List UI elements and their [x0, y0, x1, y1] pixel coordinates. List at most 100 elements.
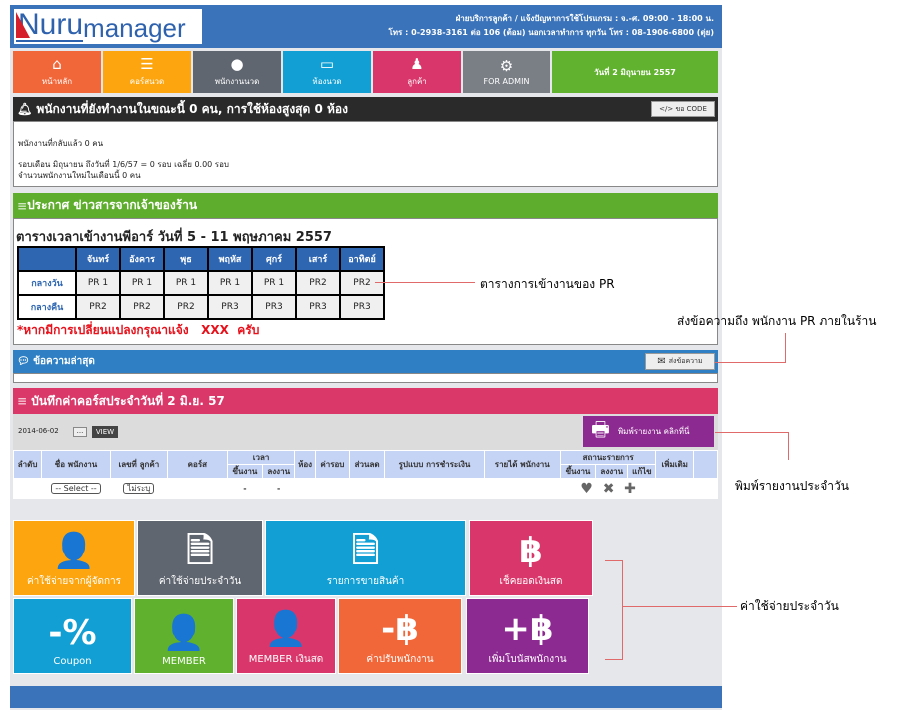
tile-daily-expense[interactable]: 🗎ค่าใช้จ่ายประจำวัน — [137, 520, 263, 596]
nav-home[interactable]: ⌂หน้าหลัก — [13, 51, 101, 93]
date-input[interactable]: 2014-06-02 — [18, 427, 59, 435]
messages-title: ข้อความล่าสุด — [33, 356, 95, 367]
minus-baht-icon: -฿ — [381, 609, 419, 649]
document-edit-icon: 🗎 — [186, 531, 214, 571]
day-header: พุธ — [163, 246, 209, 272]
tile-manager-expense[interactable]: 👤ค่าใช้จ่ายจากผู้จัดการ — [13, 520, 135, 596]
nav-courses[interactable]: ☰คอร์สนวด — [103, 51, 191, 93]
tile-cash-check[interactable]: ฿เช็คยอดเงินสด — [469, 520, 593, 596]
annotation-print: พิมพ์รายงานประจำวัน — [735, 479, 849, 493]
day-header: อาทิตย์ — [339, 246, 385, 272]
tools-icon[interactable]: ✖ — [602, 480, 615, 497]
contact-info: ฝ่ายบริการลูกค้า / แจ้งปัญหาการใช้โปรแกร… — [388, 14, 714, 37]
shift-cell: PR3 — [339, 294, 385, 320]
col-no: ลำดับ — [12, 450, 43, 479]
col-room: ห้อง — [294, 450, 316, 479]
annotation-line — [622, 606, 737, 607]
shift-cell: PR3 — [251, 294, 297, 320]
col-customer: เลขที่ ลูกค้า — [109, 450, 168, 479]
print-report-button[interactable]: 🖶︎พิมพ์รายงาน คลิกที่นี่ — [583, 416, 714, 447]
annotation-line — [788, 432, 789, 460]
time-out-value: - — [262, 478, 296, 499]
shift-cell: PR3 — [207, 294, 253, 320]
nav-customers[interactable]: ♟ลูกค้า — [373, 51, 461, 93]
document-icon: 🗎 — [351, 531, 380, 571]
day-header: เสาร์ — [295, 246, 341, 272]
staff-select[interactable]: -- Select -- — [51, 483, 101, 494]
baht-icon: ฿ — [519, 531, 543, 571]
shift-label: กลางคืน — [17, 294, 77, 320]
messages-body — [13, 373, 718, 383]
shift-cell: PR 1 — [251, 270, 297, 296]
manager-doc-icon: 👤 — [52, 531, 96, 571]
annotation-line — [622, 560, 623, 660]
heart-icon[interactable]: ♥ — [580, 480, 593, 497]
status-panel-body: พนักงานที่กลับแล้ว 0 คน รอบเดือน มิถุนาย… — [13, 121, 718, 187]
menu-icon: ≡ — [17, 198, 28, 213]
list-icon: ☰ — [140, 54, 154, 73]
tile-staff-fine[interactable]: -฿ค่าปรับพนักงาน — [338, 598, 462, 674]
annotation-schedule: ตารางการเข้างานของ PR — [480, 277, 615, 291]
shift-cell: PR2 — [119, 294, 165, 320]
send-message-button[interactable]: ✉ส่งข้อความ — [645, 353, 715, 370]
col-staff: ชื่อ พนักงาน — [41, 450, 111, 479]
nav-rooms[interactable]: ▭ห้องนวด — [283, 51, 371, 93]
col-time-out: ลงงาน — [262, 464, 296, 479]
schedule-title: ตารางเวลาเข้างานพีอาร์ วันที่ 5 - 11 พฤษ… — [16, 230, 332, 245]
col-status-in: ขึ้นงาน — [559, 464, 597, 479]
shift-cell: PR 1 — [163, 270, 209, 296]
tile-staff-bonus[interactable]: +฿เพิ่มโบนัสพนักงาน — [466, 598, 589, 674]
day-header: อังคาร — [119, 246, 165, 272]
menu-icon: ≡ — [17, 394, 32, 408]
shift-label: กลางวัน — [17, 270, 77, 296]
col-status-out: ลงงาน — [595, 464, 629, 479]
bed-icon: ▭ — [319, 54, 335, 73]
shift-cell: PR 1 — [119, 270, 165, 296]
new-staff-count: จำนวนพนักงานใหม่ในเดือนนี้ 0 คน — [18, 171, 141, 180]
chat-icon: 💬︎ — [17, 356, 34, 367]
nav-admin[interactable]: ⚙FOR ADMIN — [463, 51, 550, 93]
printer-icon: 🖶︎ — [591, 416, 610, 441]
current-date: วันที่ 2 มิถุนายน 2557 — [552, 51, 718, 93]
user-icon: ● — [230, 54, 244, 73]
shift-cell: PR2 — [163, 294, 209, 320]
col-status-edit: แก้ไข — [627, 464, 657, 479]
shift-cell: PR2 — [339, 270, 385, 296]
footer — [10, 686, 722, 708]
member-icon: 👤 — [264, 609, 308, 649]
records-table: ลำดับชื่อ พนักงานเลขที่ ลูกค้าคอร์สเวลาห… — [12, 450, 718, 499]
announce-header: ≡ประกาศ ข่าวสารจากเจ้าของร้าน — [13, 193, 718, 218]
date-picker-button[interactable]: ... — [73, 427, 87, 437]
shift-cell: PR 1 — [75, 270, 121, 296]
view-button[interactable]: VIEW — [92, 426, 118, 438]
day-header: ศุกร์ — [251, 246, 297, 272]
col-income: รายได้ พนักงาน — [483, 450, 561, 479]
messages-header: 💬︎ ข้อความล่าสุด — [13, 350, 718, 373]
tile-member-cash[interactable]: 👤MEMBER เงินสด — [236, 598, 336, 674]
plus-icon[interactable]: ✚ — [624, 480, 636, 497]
bell-icon: 🔔︎ — [17, 102, 37, 116]
annotation-message: ส่งข้อความถึง พนักงาน PR ภายในร้าน — [677, 314, 877, 328]
tile-coupon[interactable]: -%Coupon — [13, 598, 132, 674]
returned-count: พนักงานที่กลับแล้ว 0 คน — [18, 139, 104, 148]
time-in-value: - — [226, 478, 264, 499]
nav-staff[interactable]: ●พนักงานนวด — [193, 51, 281, 93]
status-title: พนักงานที่ยังทำงานในขณะนี้ 0 คน, การใช้ห… — [36, 101, 348, 116]
tile-product-sales[interactable]: 🗎รายการขายสินค้า — [265, 520, 466, 596]
day-header: พฤหัส — [207, 246, 253, 272]
shift-cell: PR 1 — [207, 270, 253, 296]
annotation-line — [375, 282, 475, 283]
day-header: จันทร์ — [75, 246, 121, 272]
customer-select[interactable]: ไม่ระบุ — [123, 483, 155, 494]
col-payment: รูปแบบ การชำระเงิน — [384, 450, 485, 479]
col-status: สถานะรายการ — [559, 450, 657, 465]
status-panel-header: 🔔︎ พนักงานที่ยังทำงานในขณะนี้ 0 คน, การใ… — [13, 97, 718, 121]
annotation-line — [605, 560, 623, 561]
tile-member[interactable]: 👤MEMBER — [134, 598, 234, 674]
monthly-stats: รอบเดือน มิถุนายน ถึงวันที่ 1/6/57 = 0 ร… — [18, 160, 229, 169]
request-code-button[interactable]: </> ขอ CODE — [651, 101, 715, 117]
col-more: เพิ่มเติม — [655, 450, 694, 479]
